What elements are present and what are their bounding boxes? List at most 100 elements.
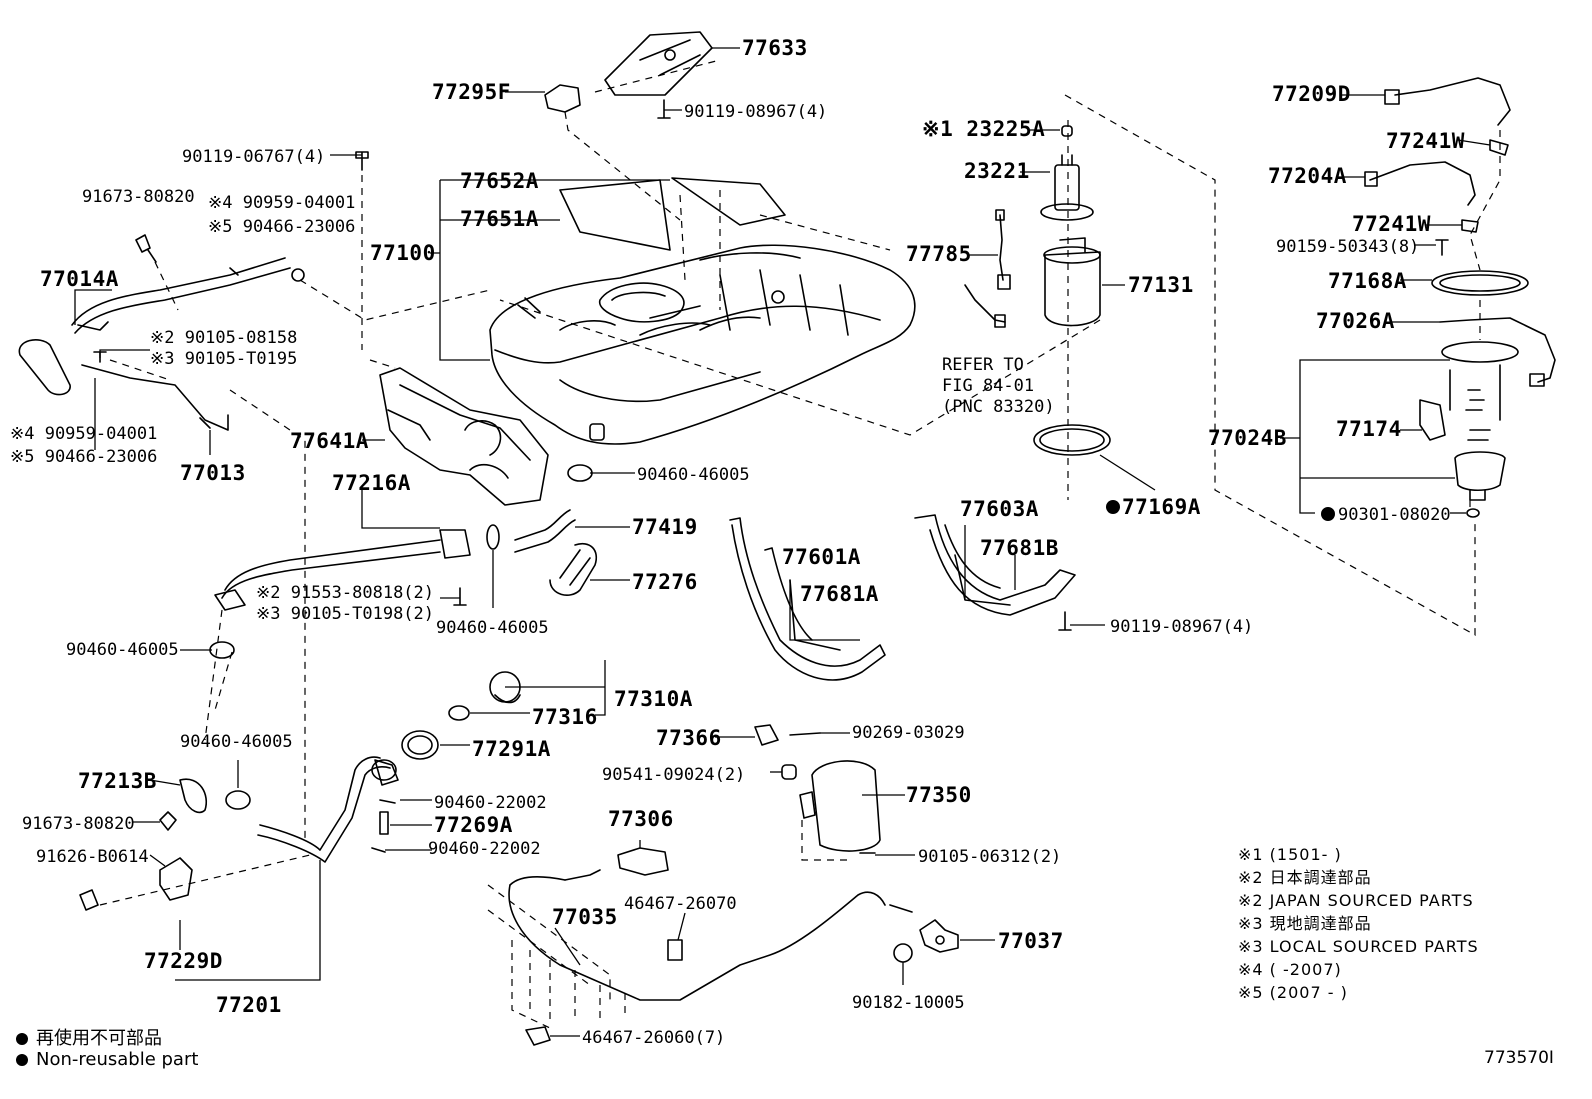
- figure-code: 773570I: [1484, 1048, 1554, 1068]
- insulator-pads: [559, 177, 786, 251]
- fuel-tank-77100: [489, 244, 916, 445]
- legend-jp-text: 再使用不可部品: [36, 1028, 162, 1049]
- label-90105-08158: ※2 90105-08158: [150, 328, 298, 348]
- label-77241W-a: 77241W: [1386, 129, 1465, 153]
- label-77035: 77035: [552, 905, 618, 929]
- note-2-jp: ※2 日本調達部品: [1238, 868, 1372, 887]
- dot-90301: [1321, 507, 1335, 521]
- label-90959-04001-bot: ※4 90959-04001: [10, 424, 158, 444]
- label-77131: 77131: [1128, 273, 1194, 297]
- clamp-90460-46005-b: [486, 524, 500, 550]
- label-90105-06312: 90105-06312(2): [918, 847, 1062, 867]
- label-90159-50343: 90159-50343(8): [1276, 237, 1420, 257]
- label-77201: 77201: [216, 993, 282, 1017]
- filter-23225A: [1061, 125, 1073, 137]
- label-77785: 77785: [906, 242, 972, 266]
- lock-77306: [617, 847, 669, 876]
- refer-line-2: FIG 84-01: [942, 376, 1035, 396]
- label-77209D: 77209D: [1272, 82, 1351, 106]
- hose-77276: [549, 543, 597, 596]
- fuel-door-77350: [799, 760, 881, 852]
- label-77316: 77316: [532, 705, 598, 729]
- label-77213B: 77213B: [78, 769, 157, 793]
- non-reusable-markers: [1106, 500, 1335, 521]
- note-2-en: ※2 JAPAN SOURCED PARTS: [1238, 891, 1474, 910]
- label-90105-T0198: ※3 90105-T0198(2): [256, 604, 435, 624]
- hose-77216A: [214, 529, 471, 611]
- clamp-77295F: [544, 84, 581, 113]
- oring-90301: [1466, 508, 1480, 518]
- label-77024B: 77024B: [1208, 426, 1287, 450]
- harness-77785: [964, 209, 1011, 328]
- bolt-91673-80820-top: [135, 234, 157, 263]
- label-90301-08020: 90301-08020: [1338, 505, 1451, 525]
- refer-line-3: (PNC 83320): [942, 397, 1055, 417]
- clamp-90460-46005-a: [567, 464, 593, 482]
- pump-23221: [1040, 154, 1094, 221]
- label-90466-23006-bot: ※5 90466-23006: [10, 447, 158, 467]
- float-77174: [1419, 399, 1446, 441]
- label-77419: 77419: [632, 515, 698, 539]
- hose-77014A: [18, 257, 291, 396]
- label-90541-09024: 90541-09024(2): [602, 765, 746, 785]
- label-77641A: 77641A: [290, 429, 369, 453]
- gasket-77316: [448, 705, 470, 721]
- sensor-77204A: [1364, 161, 1476, 206]
- label-77291A: 77291A: [472, 737, 551, 761]
- label-77350: 77350: [906, 783, 972, 807]
- hinge-77366: [754, 724, 821, 746]
- hose-77419: [514, 509, 576, 553]
- sensor-77209D: [1384, 77, 1511, 126]
- label-77651A: 77651A: [460, 207, 539, 231]
- dashed-guides: [99, 59, 1501, 1029]
- legend-en-text: Non-reusable part: [36, 1049, 199, 1070]
- label-77229D: 77229D: [144, 949, 223, 973]
- note-4: ※4 ( -2007): [1238, 960, 1342, 979]
- legend-jp: 再使用不可部品: [16, 1024, 162, 1050]
- label-77269A: 77269A: [434, 813, 513, 837]
- sender-unit-77024B: [1441, 341, 1519, 501]
- clip-77241W-a: [1489, 139, 1509, 156]
- label-90959-04001-top: ※4 90959-04001: [208, 193, 356, 213]
- label-90460-46005-b: 90460-46005: [436, 618, 549, 638]
- label-23221: 23221: [964, 159, 1030, 183]
- cable-77035: [508, 869, 913, 1001]
- label-91673-80820-bot: 91673-80820: [22, 814, 135, 834]
- ring-77291A: [401, 730, 439, 760]
- label-77366: 77366: [656, 726, 722, 750]
- label-77169A: 77169A: [1122, 495, 1201, 519]
- clip-46467-26060: [525, 1026, 551, 1046]
- label-90119-08967-bot: 90119-08967(4): [1110, 617, 1254, 637]
- label-77014A: 77014A: [40, 267, 119, 291]
- clip-90959-top: [291, 268, 305, 282]
- label-77037: 77037: [998, 929, 1064, 953]
- label-77306: 77306: [608, 807, 674, 831]
- harness-77026A: [1439, 317, 1556, 387]
- label-77603A: 77603A: [960, 497, 1039, 521]
- label-91626-B0614: 91626-B0614: [36, 847, 149, 867]
- label-90269-03029: 90269-03029: [852, 723, 965, 743]
- label-91553-80818: ※2 91553-80818(2): [256, 583, 435, 603]
- clip-77241W-b: [1461, 219, 1479, 233]
- strap-77603A: [914, 514, 1076, 616]
- dot-77169A: [1106, 500, 1120, 514]
- clamp-90460-46005-d: [225, 790, 251, 810]
- label-90182-10005: 90182-10005: [852, 993, 965, 1013]
- legend-en: Non-reusable part: [16, 1049, 198, 1070]
- pump-module-77131: [1043, 237, 1101, 327]
- protector-77641A: [379, 367, 549, 506]
- label-77681A: 77681A: [800, 582, 879, 606]
- label-77026A: 77026A: [1316, 309, 1395, 333]
- bolt-90182-10005: [893, 943, 913, 963]
- label-90460-46005-c: 90460-46005: [66, 640, 179, 660]
- label-90460-46005-d: 90460-46005: [180, 732, 293, 752]
- hose-77213B: [179, 778, 207, 814]
- note-3-en: ※3 LOCAL SOURCED PARTS: [1238, 937, 1479, 956]
- label-77601A: 77601A: [782, 545, 861, 569]
- label-77204A: 77204A: [1268, 164, 1347, 188]
- note-5: ※5 (2007 - ): [1238, 983, 1348, 1002]
- filler-pipe-77201: [257, 756, 399, 863]
- note-3-jp: ※3 現地調達部品: [1238, 914, 1372, 933]
- note-1: ※1 (1501- ): [1238, 845, 1342, 864]
- clip-90541-09024: [781, 764, 797, 780]
